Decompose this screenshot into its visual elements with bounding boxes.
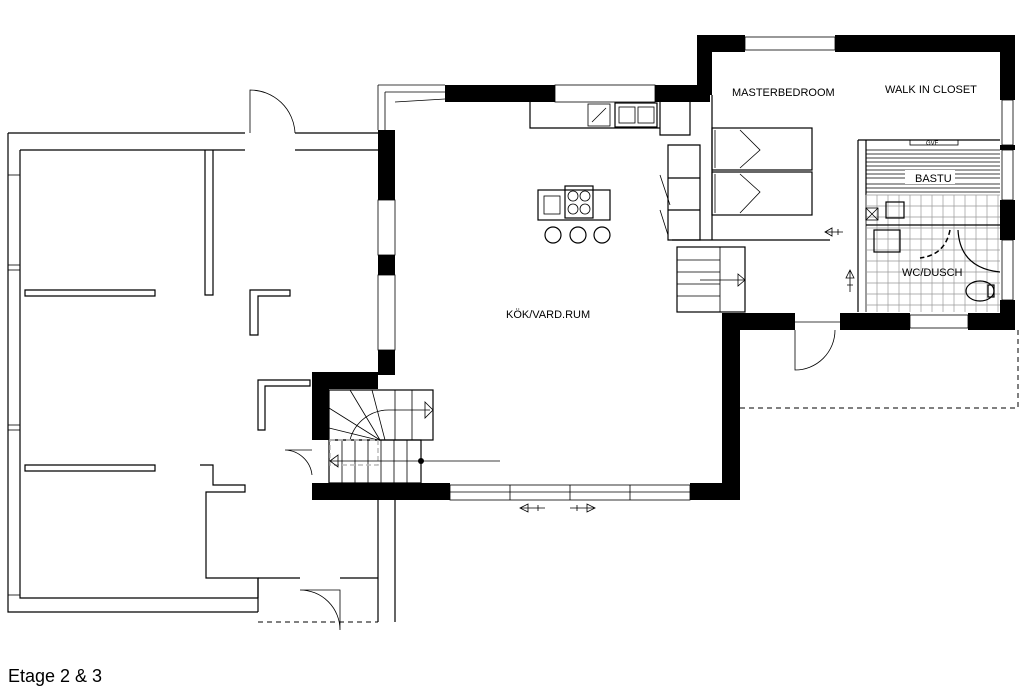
sink-icon — [614, 102, 658, 128]
master-bedroom-walls — [697, 35, 1019, 409]
cooktop-icon — [564, 185, 594, 219]
left-wing — [7, 89, 396, 631]
sink-icon — [873, 229, 901, 253]
bed — [711, 171, 813, 216]
room-label-sauna: BASTU — [915, 173, 952, 185]
window-left-2 — [7, 269, 21, 426]
bed — [711, 127, 813, 171]
door-arc-balcony — [794, 329, 836, 371]
sliding-arrow-left — [519, 503, 545, 513]
sauna-heater-label: GVF — [926, 141, 939, 147]
door-arc-stair — [284, 449, 313, 476]
toilet-icon — [965, 280, 995, 302]
room-label-master-bedroom: MASTERBEDROOM — [732, 87, 835, 99]
bar-stool — [544, 226, 562, 244]
secondary-staircase — [672, 239, 830, 313]
door-arc-bottom — [299, 589, 341, 631]
plan-caption: Etage 2 & 3 — [8, 666, 102, 686]
bar-stool — [593, 226, 611, 244]
stove-icon — [587, 103, 611, 127]
sauna-benches — [866, 149, 1000, 193]
kitchen-counter — [529, 102, 701, 241]
tile-grid — [865, 194, 1000, 312]
tile-lines — [865, 194, 1000, 312]
sliding-arrow-right — [570, 503, 596, 513]
room-label-kitchen-living: KÖK/VARD.RUM — [506, 309, 590, 321]
bar-stool — [569, 226, 587, 244]
door-arc-top — [249, 89, 296, 134]
window-left-1 — [7, 174, 21, 266]
window-bedroom-top — [744, 36, 836, 51]
washbasin-icon — [885, 201, 905, 219]
room-label-walk-in-closet: WALK IN CLOSET — [885, 84, 977, 96]
room-label-wc-shower: WC/DUSCH — [902, 267, 963, 279]
window-kitchen-top — [554, 84, 656, 103]
shower-screen — [957, 229, 1001, 273]
window-left-3 — [7, 429, 21, 596]
sauna-wc — [857, 139, 1001, 312]
kitchen-living-walls — [312, 84, 795, 513]
kitchen-island — [537, 185, 611, 244]
main-staircase — [328, 389, 500, 484]
